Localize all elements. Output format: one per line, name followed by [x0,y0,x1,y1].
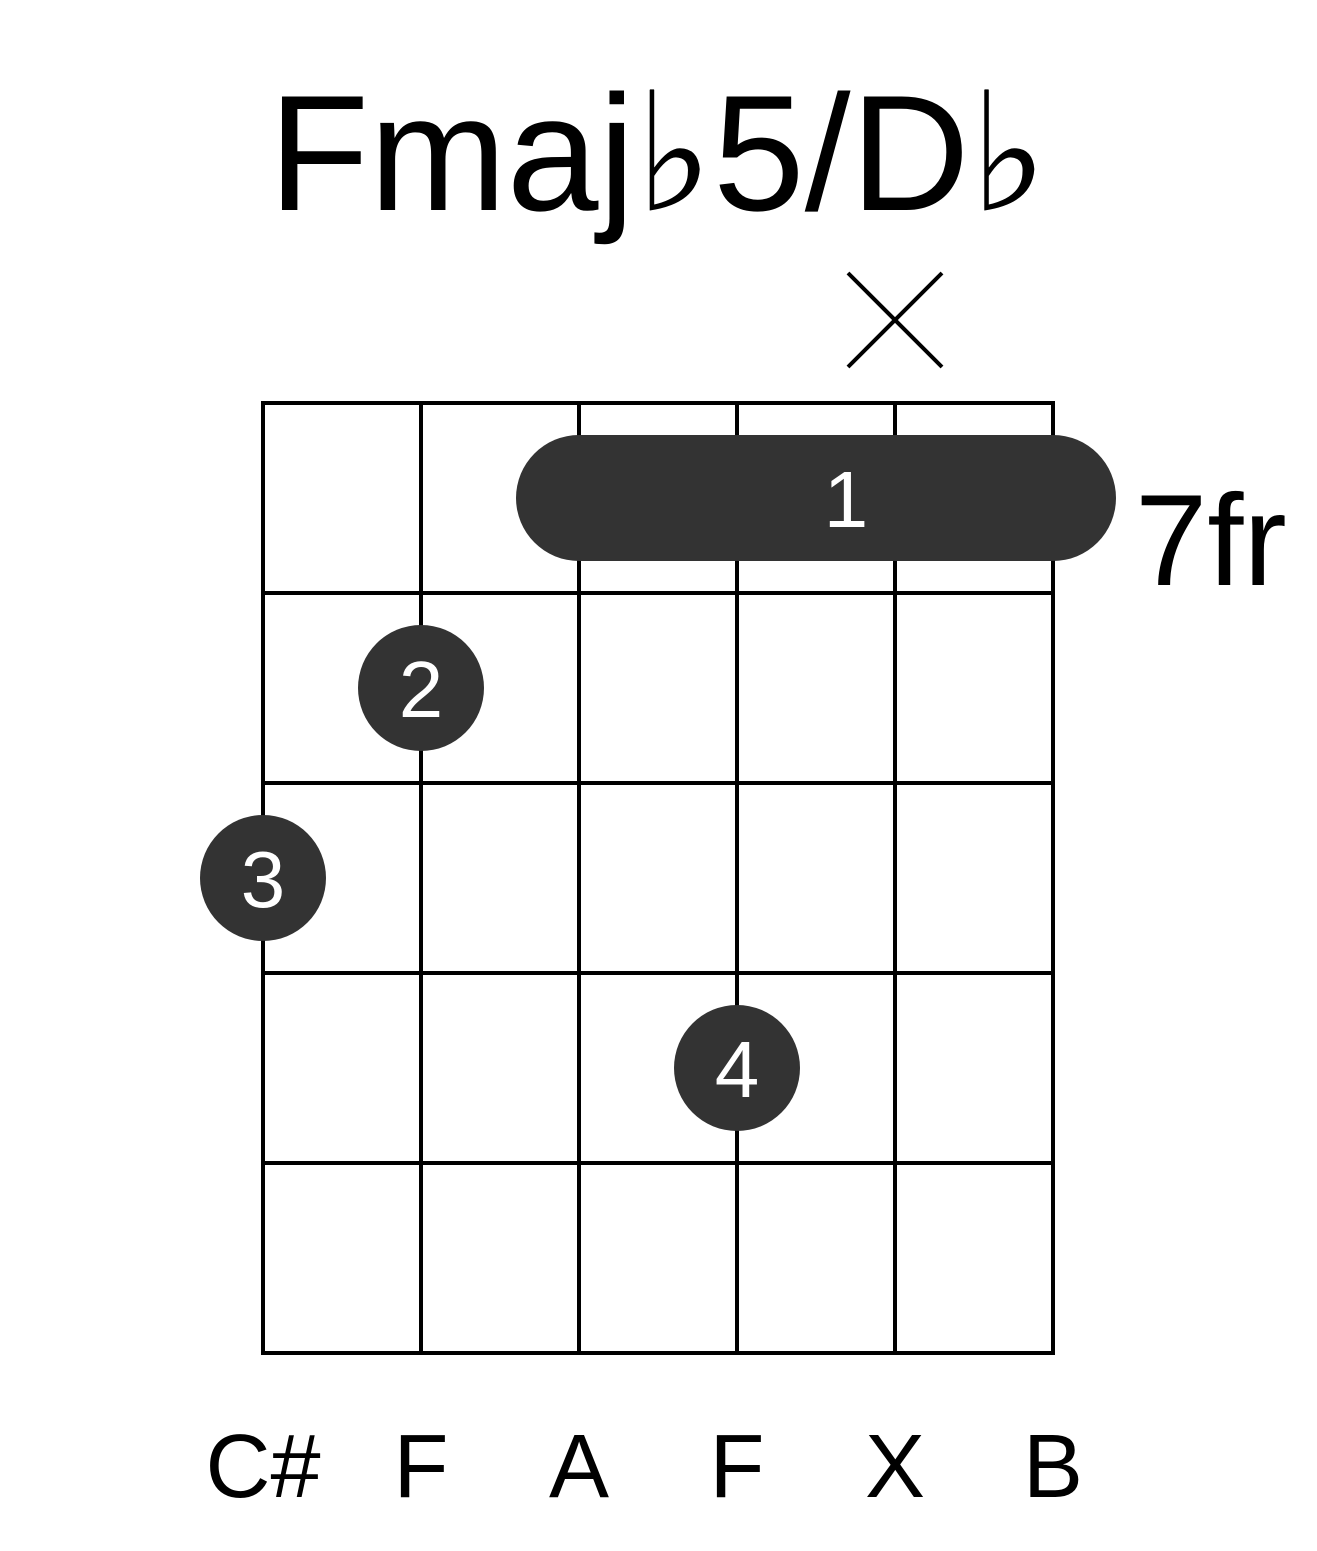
finger-dot [358,625,484,751]
finger-dot [674,1005,800,1131]
fret-position-label: 7fr [1135,467,1287,613]
finger-dot [200,815,326,941]
barre-finger-number: 1 [824,455,869,544]
finger-number: 3 [241,835,286,924]
finger-number: 2 [399,645,444,734]
string-note: B [1023,1417,1083,1517]
string-note: A [549,1417,609,1517]
finger-number: 4 [715,1025,760,1114]
finger-dots: 2 3 4 [200,625,800,1131]
x-mark-icon [846,271,944,369]
string-note: F [710,1417,765,1517]
barre-marker [516,435,1116,561]
fretboard-grid [261,401,1055,1355]
barre-layer: 1 [516,435,1116,561]
string-note: X [865,1417,925,1517]
chord-title: Fmaj♭5/D♭ [268,61,1047,245]
string-note: F [394,1417,449,1517]
string-note: C# [205,1417,320,1517]
muted-markers [846,271,944,369]
x-mark-stroke [846,271,944,369]
